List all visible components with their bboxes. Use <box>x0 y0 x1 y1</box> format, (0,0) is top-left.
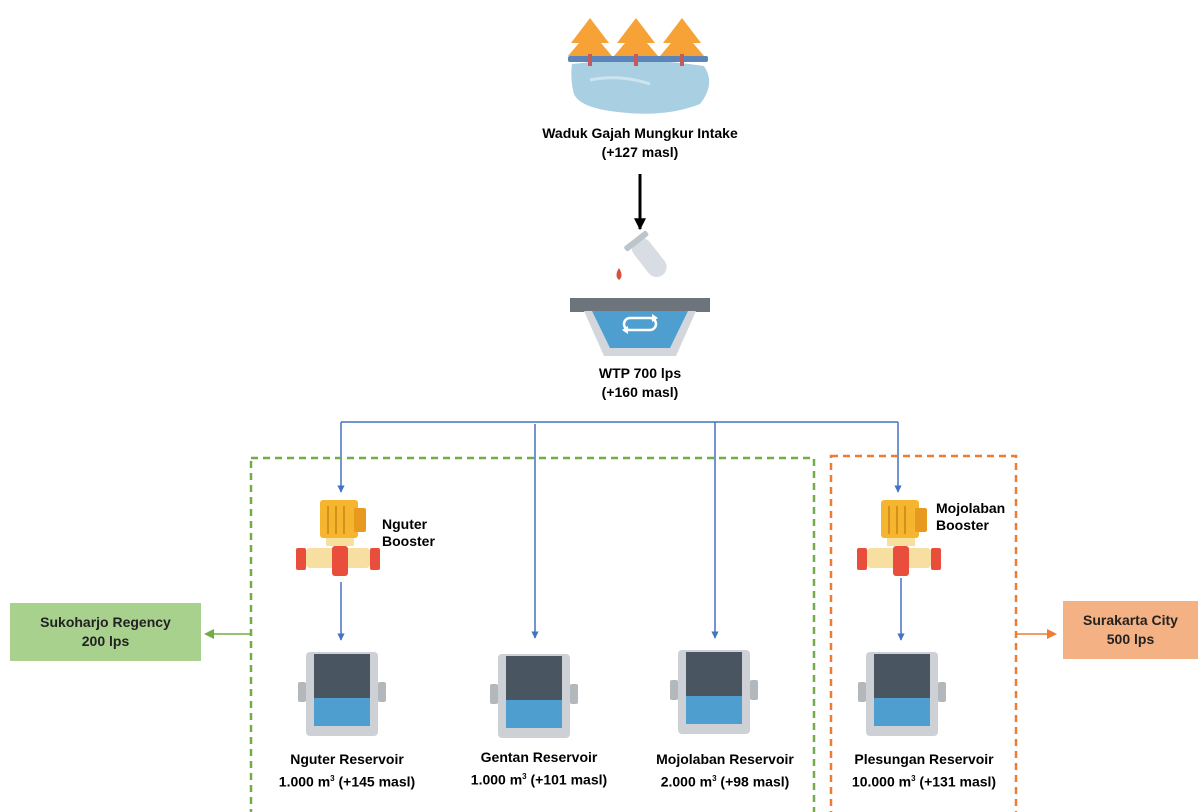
pine-tree-icon <box>660 18 704 66</box>
pine-tree-icon <box>614 18 658 66</box>
reservoir-spec: 1.000 m3 (+101 masl) <box>470 771 608 788</box>
reservoir-label: Mojolaban Reservoir 2.000 m3 (+98 masl) <box>640 750 810 792</box>
wtp-elevation: (+160 masl) <box>601 384 679 400</box>
reservoir-tank-icon <box>490 654 578 738</box>
reservoir-label: Gentan Reservoir 1.000 m3 (+101 masl) <box>454 748 624 790</box>
reservoir-tank-icon <box>670 650 758 734</box>
surakarta-name: Surakarta City <box>1083 612 1178 628</box>
reservoir-name: Plesungan Reservoir <box>854 751 994 767</box>
reservoir-spec: 2.000 m3 (+98 masl) <box>660 773 790 790</box>
surakarta-city-box: Surakarta City 500 lps <box>1063 601 1198 659</box>
mojolaban-booster-line2: Booster <box>936 517 989 533</box>
surakarta-group-box <box>829 454 1018 812</box>
intake-label: Waduk Gajah Mungkur Intake (+127 masl) <box>520 124 760 162</box>
reservoir-tank-icon <box>298 652 386 736</box>
sukoharjo-name: Sukoharjo Regency <box>40 614 171 630</box>
reservoir-label: Plesungan Reservoir 10.000 m3 (+131 masl… <box>832 750 1016 792</box>
reservoir-spec: 10.000 m3 (+131 masl) <box>851 773 997 790</box>
reservoir-spec: 1.000 m3 (+145 masl) <box>278 773 416 790</box>
distribution-lines <box>337 421 905 641</box>
wtp-label: WTP 700 lps (+160 masl) <box>560 364 720 402</box>
intake-elevation: (+127 masl) <box>601 144 679 160</box>
nguter-booster-line2: Booster <box>382 533 435 549</box>
reservoir-name: Nguter Reservoir <box>290 751 404 767</box>
reservoir-tank-icon <box>858 652 946 736</box>
nguter-booster-line1: Nguter <box>382 516 428 532</box>
sukoharjo-regency-box: Sukoharjo Regency 200 lps <box>10 603 201 661</box>
intake-name: Waduk Gajah Mungkur Intake <box>542 125 738 141</box>
mojolaban-booster-label: Mojolaban Booster <box>936 500 1005 534</box>
pump-icon <box>296 500 380 576</box>
surakarta-flow: 500 lps <box>1106 631 1155 647</box>
reservoir-label: Nguter Reservoir 1.000 m3 (+145 masl) <box>262 750 432 792</box>
sukoharjo-group-box <box>249 456 816 812</box>
pump-icon <box>857 500 941 576</box>
water-treatment-plant-icon <box>570 230 710 356</box>
sukoharjo-flow: 200 lps <box>81 633 130 649</box>
wtp-name: WTP 700 lps <box>598 365 682 381</box>
lake-icon <box>568 56 710 114</box>
mojolaban-booster-line1: Mojolaban <box>936 500 1006 516</box>
nguter-booster-label: Nguter Booster <box>382 516 435 550</box>
reservoir-name: Mojolaban Reservoir <box>656 751 794 767</box>
reservoir-name: Gentan Reservoir <box>480 749 598 765</box>
pine-tree-icon <box>568 18 612 66</box>
